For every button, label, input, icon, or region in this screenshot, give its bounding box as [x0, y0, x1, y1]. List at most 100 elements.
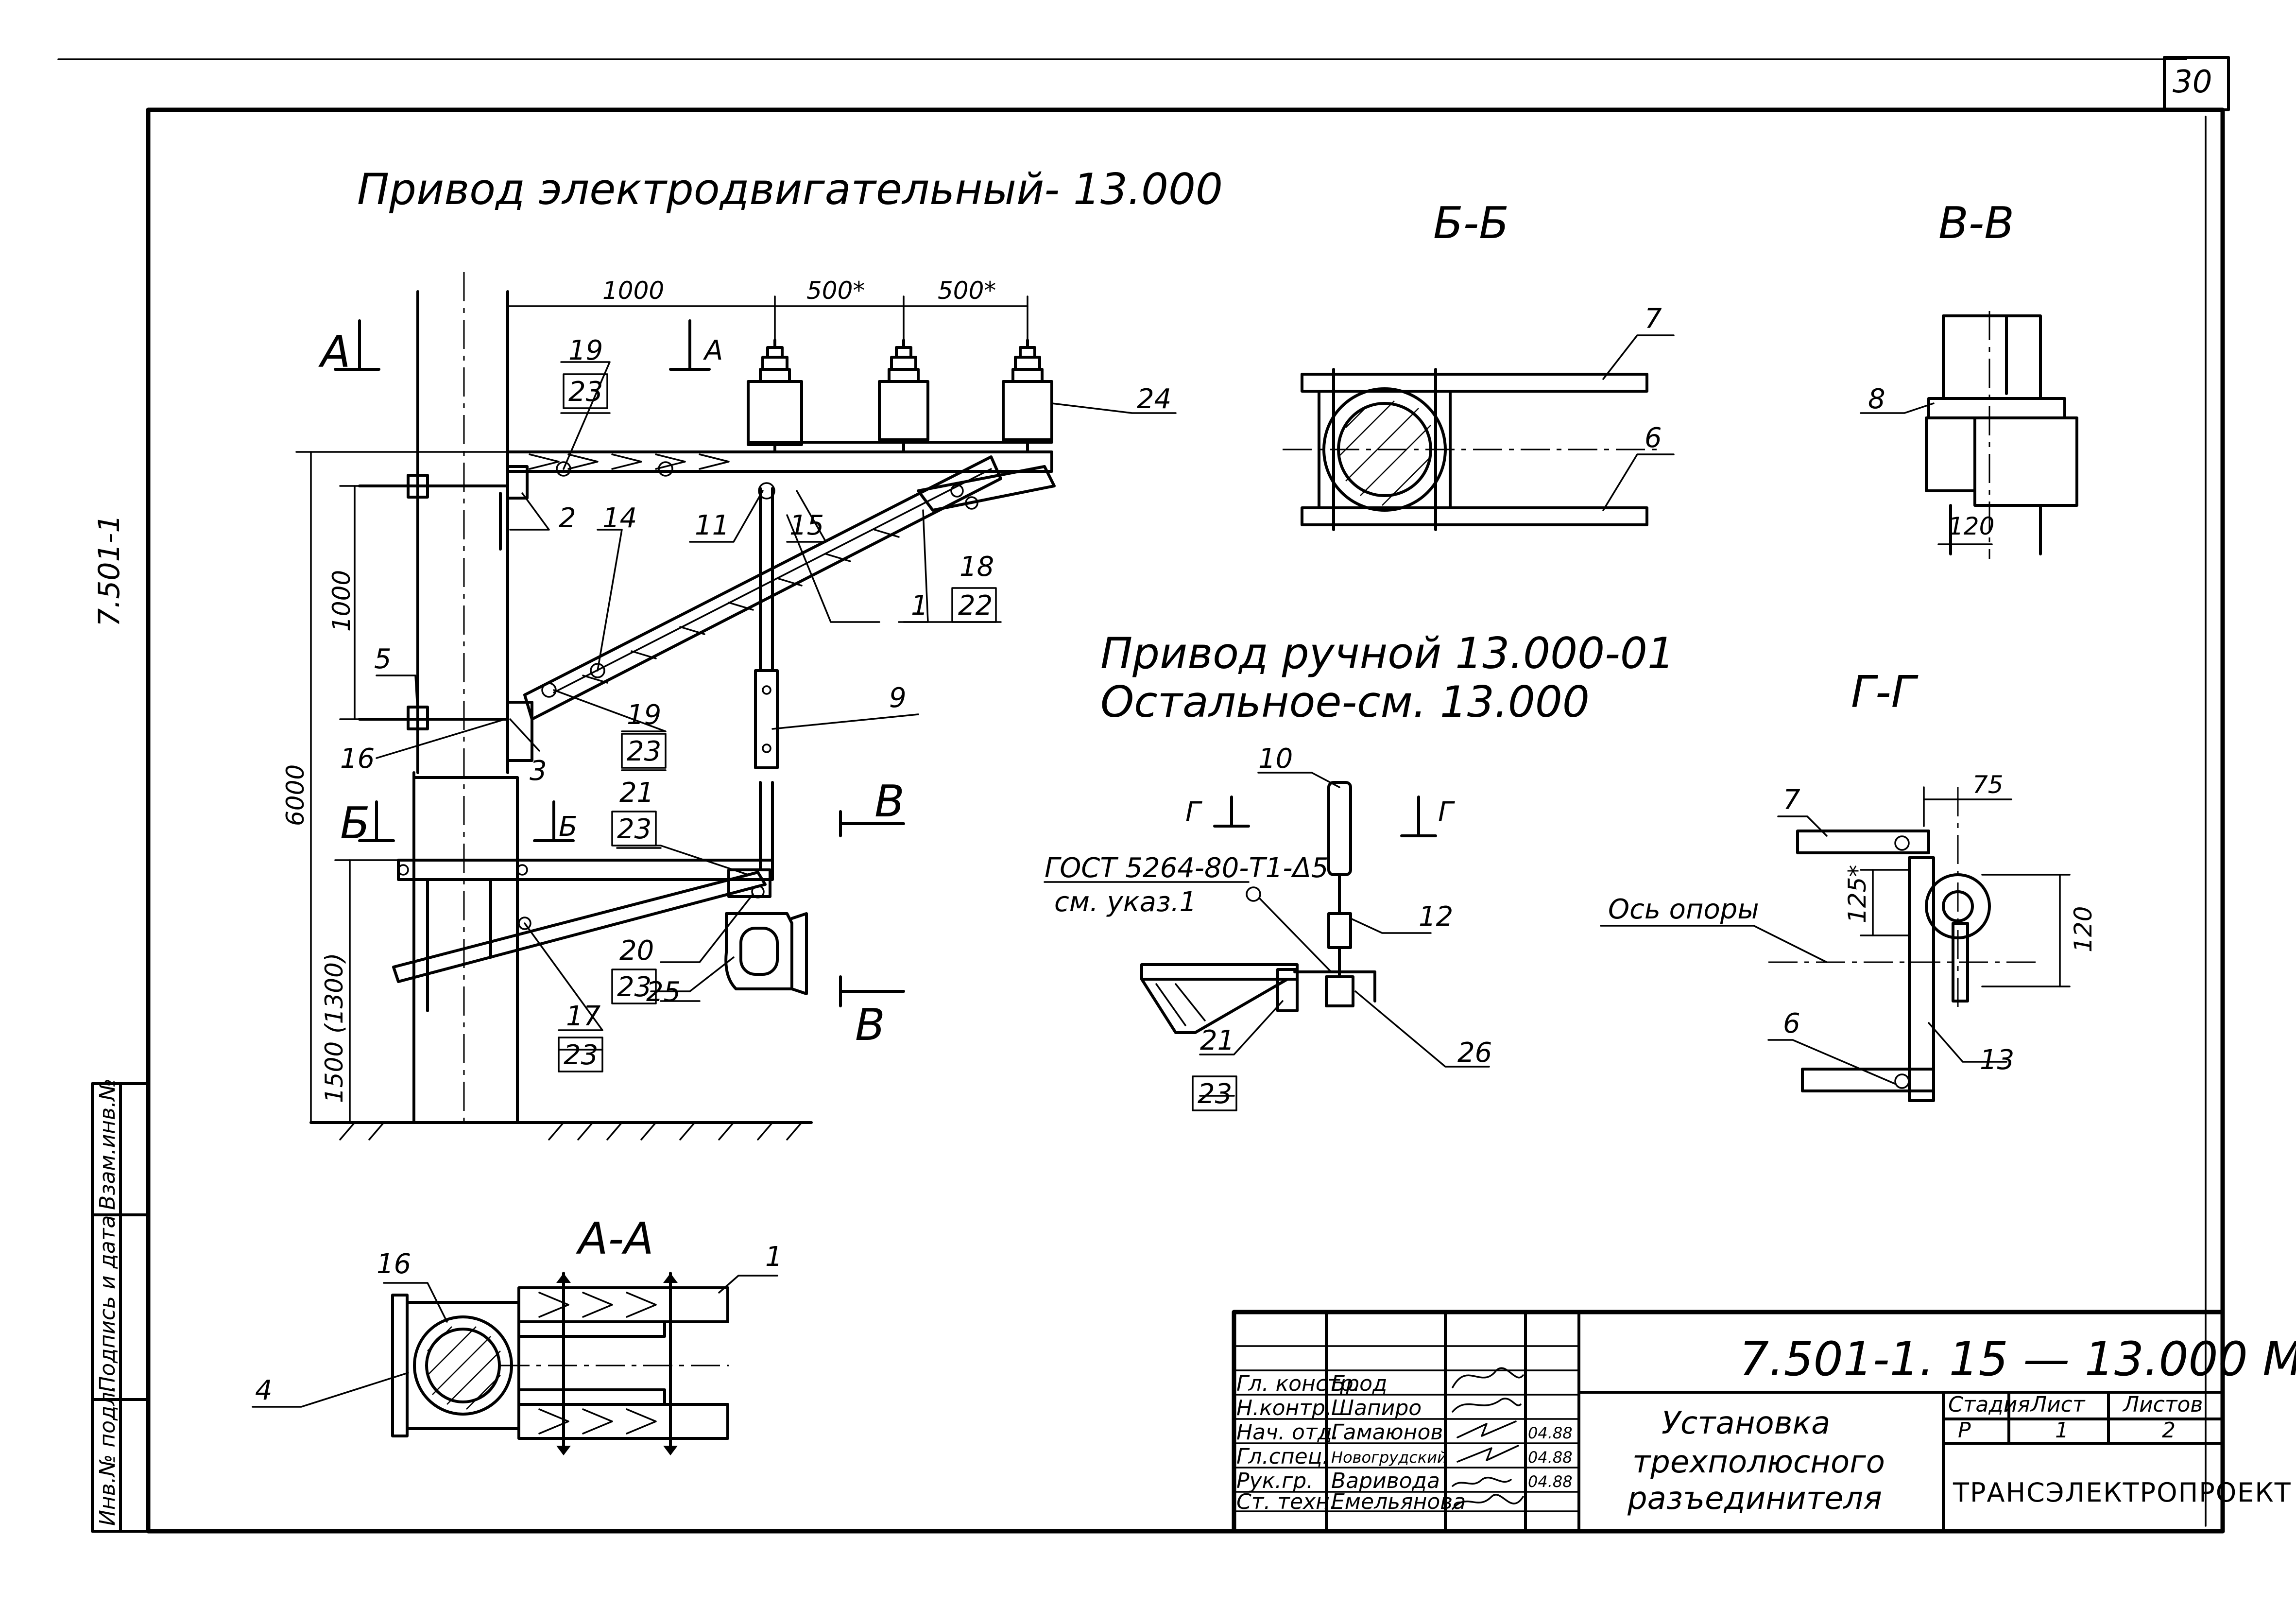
- pos-20: 20: [619, 935, 654, 967]
- pos-26: 26: [1457, 1037, 1492, 1069]
- drive-bracket: [392, 859, 774, 1012]
- sheet-frame: 30: [57, 56, 2230, 1534]
- section-aa: А-А 16 1 4: [252, 1213, 783, 1455]
- pos-3: 3: [530, 755, 547, 787]
- staff-date-2: 04.88: [1528, 1424, 1573, 1442]
- doc-name-2: трехполюсного: [1632, 1444, 1885, 1480]
- ground-line: [309, 1121, 813, 1141]
- dim-75: 75: [1972, 771, 2004, 799]
- pos-6-bb: 6: [1645, 422, 1662, 454]
- pos-23-top: 23: [568, 376, 603, 408]
- lower-clamp: [358, 701, 533, 762]
- pos-23-low-box: [621, 733, 667, 769]
- pos-8: 8: [1868, 383, 1885, 415]
- staff-role-5: Ст. техн.: [1236, 1489, 1336, 1514]
- pos-23-c-box: [611, 811, 657, 847]
- sheet-label: Лист: [2030, 1392, 2086, 1417]
- staff-name-1: Шапиро: [1331, 1396, 1422, 1420]
- pos-24: 24: [1137, 383, 1171, 415]
- dim-120-gg: 120: [2069, 906, 2097, 952]
- cut-b-right: Б: [559, 811, 577, 843]
- staff-name-2: Гамаюнов: [1331, 1420, 1443, 1445]
- title-motor-drive: Привод электродвигательный- 13.000: [357, 164, 1223, 214]
- section-gg: Г-Г 7 6 13 Ось опоры 75 125* 120: [1600, 667, 2097, 1102]
- dim-1500: 1500 (1300): [320, 953, 348, 1103]
- doc-name-1: Установка: [1662, 1405, 1830, 1441]
- pos-13: 13: [1980, 1044, 2014, 1076]
- pole: [412, 272, 519, 1124]
- staff-date-4: 04.88: [1528, 1472, 1573, 1491]
- view-gg-title: Г-Г: [1851, 667, 1919, 718]
- insulator-middle: [878, 339, 929, 453]
- dim-125: 125*: [1843, 865, 1871, 923]
- title-block: Гл. констр. Брод Н.контр. Шапиро Нач. от…: [1232, 1310, 2296, 1534]
- staff-date-3: 04.88: [1528, 1448, 1573, 1467]
- pos-19-low: 19: [627, 699, 661, 731]
- pos-16-main: 16: [340, 743, 375, 775]
- view-aa-title: А-А: [576, 1213, 654, 1264]
- doc-code: 7.501-1. 15 — 13.000 МЧ: [1739, 1332, 2296, 1386]
- stage-value: Р: [1958, 1418, 1971, 1443]
- section-bb: Б-Б 7 6: [1283, 198, 1675, 531]
- pos-19-top: 19: [568, 335, 603, 366]
- dim-1000-side: 1000: [327, 570, 356, 632]
- cut-g-right: Г: [1438, 796, 1455, 828]
- drive-unit: [724, 912, 808, 995]
- pos-23-d-box: [611, 968, 657, 1004]
- pos-1-main: 1: [911, 590, 928, 622]
- staff-role-4: Рук.гр.: [1236, 1469, 1313, 1493]
- pos-15: 15: [789, 510, 824, 541]
- insulator-left: [747, 339, 803, 453]
- main-elevation: 1000 500* 500* 1000 6000 1500 (1300) А А…: [281, 272, 1177, 1141]
- pos-23-e-box: [558, 1037, 603, 1072]
- main-dimensions: [295, 291, 1028, 1124]
- pos-7-gg: 7: [1783, 784, 1800, 816]
- staff-name-0: Брод: [1331, 1371, 1387, 1396]
- gost-note: ГОСТ 5264-80-Т1-Δ5: [1045, 852, 1329, 884]
- pos-23-d: 23: [617, 971, 651, 1003]
- pos-22: 22: [958, 590, 993, 622]
- pos-14: 14: [602, 502, 637, 534]
- pos-12: 12: [1419, 901, 1453, 933]
- pos-4-aa: 4: [255, 1375, 273, 1406]
- pos-1-aa: 1: [765, 1241, 783, 1273]
- cut-a-left: А: [318, 327, 351, 378]
- pos-23-low: 23: [627, 736, 661, 767]
- pos-10: 10: [1258, 743, 1293, 775]
- pos-2: 2: [559, 502, 576, 534]
- side-drawing-code: 7.501-1: [92, 514, 126, 627]
- section-vv: В-В 8 120: [1860, 198, 2078, 559]
- title-rest-ref: Остальное-см. 13.000: [1100, 677, 1590, 727]
- staff-role-1: Н.контр.: [1236, 1396, 1332, 1420]
- pos-17: 17: [566, 1001, 601, 1032]
- pos-23-detail: 23: [1198, 1078, 1232, 1110]
- signatures: [1452, 1367, 1524, 1510]
- pos-9: 9: [889, 682, 907, 714]
- dim-120-vv: 120: [1948, 512, 1994, 540]
- axis-label: Ось опоры: [1608, 894, 1759, 925]
- cut-v-top: В: [874, 776, 905, 827]
- see-note: см. указ.1: [1054, 886, 1197, 918]
- staff-name-3: Новогрудский: [1331, 1448, 1447, 1467]
- insulator-right: [747, 339, 1053, 453]
- pos-23-detail-box: [1192, 1075, 1237, 1111]
- sheets-label: Листов: [2122, 1392, 2203, 1417]
- cut-b-left: Б: [340, 798, 370, 849]
- cut-g-left: Г: [1185, 796, 1202, 828]
- view-bb-title: Б-Б: [1433, 198, 1509, 249]
- top-crossarm: [358, 450, 1053, 551]
- diagonal-strut: [523, 455, 1056, 721]
- pos-6-gg: 6: [1783, 1008, 1800, 1039]
- pos-22-box: [951, 587, 997, 623]
- staff-name-5: Емельянова: [1331, 1489, 1466, 1514]
- pos-23-c: 23: [617, 813, 651, 845]
- drive-shaft: [754, 482, 779, 871]
- pos-11: 11: [695, 510, 729, 541]
- staff-role-0: Гл. констр.: [1236, 1371, 1360, 1396]
- doc-name-3: разъединителя: [1627, 1481, 1882, 1517]
- sheet-number: 30: [2173, 64, 2212, 100]
- organization: ТРАНСЭЛЕКТРОПРОЕКТ: [1953, 1477, 2292, 1508]
- staff-role-3: Гл.спец.: [1236, 1444, 1329, 1469]
- staff-role-2: Нач. отд.: [1236, 1420, 1339, 1445]
